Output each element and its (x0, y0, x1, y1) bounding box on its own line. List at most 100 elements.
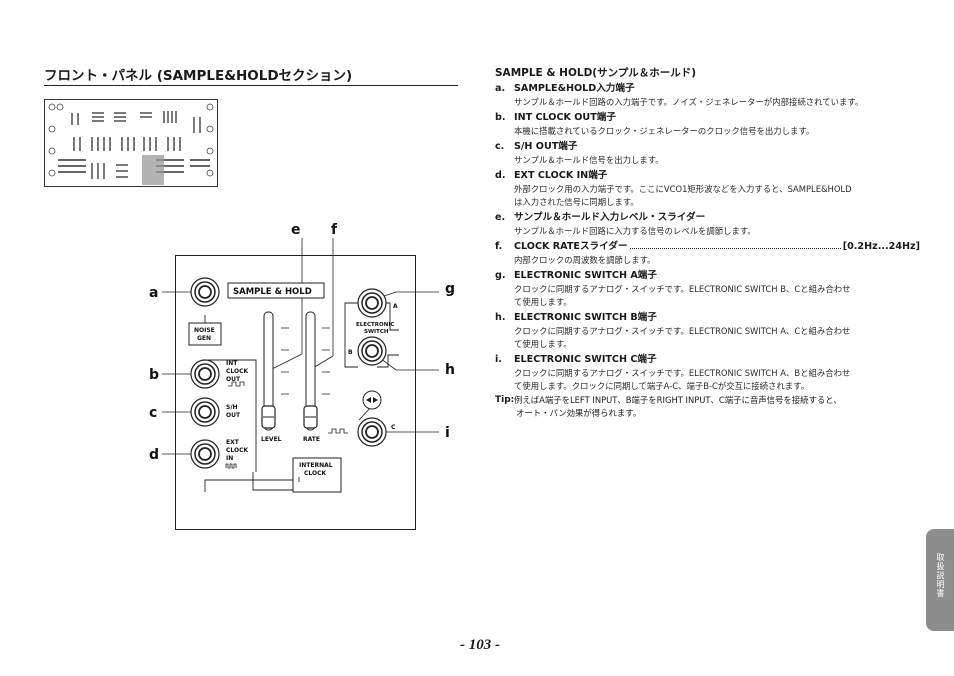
slider-scale-ticks (281, 327, 330, 395)
item-title: S/H OUT端子 (514, 141, 578, 152)
item-list: a. SAMPLE&HOLD入力端子サンプル＆ホールド回路の入力端子です。ノイズ・… (495, 82, 920, 393)
list-item: f. CLOCK RATEスライダー [0.2Hz...24Hz] 内部クロックの周波… (495, 240, 920, 267)
jack-switch-b (357, 336, 387, 366)
item-letter: e. (495, 212, 506, 223)
label-rate: RATE (303, 436, 320, 443)
label-sh: S/H (226, 404, 238, 411)
item-description: 内部クロックの周波数を調節します。 (514, 255, 656, 265)
pulse-wave-icon (225, 381, 348, 482)
item-title: ELECTRONIC SWITCH B端子 (514, 312, 657, 323)
item-letter: h. (495, 312, 506, 323)
callout-e: e (291, 222, 301, 238)
label-noise: NOISE (194, 327, 215, 334)
rate-slider (303, 311, 318, 431)
item-description: て使用します。クロックに同期して端子A-C、端子B-Cが交互に接続されます。 (514, 381, 810, 391)
item-description: て使用します。 (514, 339, 572, 349)
label-switch-c: C (391, 424, 396, 431)
callout-a: a (149, 285, 158, 301)
list-item: d. EXT CLOCK IN端子外部クロック用の入力端子です。ここにVCO1矩形… (495, 169, 920, 209)
label-ext-clock: CLOCK (226, 447, 249, 454)
callout-i: i (445, 425, 450, 441)
list-item: c. S/H OUT端子サンプル＆ホールド信号を出力します。 (495, 140, 920, 167)
item-title-row: d. EXT CLOCK IN端子 (495, 169, 920, 183)
item-description: て使用します。 (514, 297, 572, 307)
callout-f: f (331, 222, 338, 238)
item-description: 外部クロック用の入力端子です。ここにVCO1矩形波などを入力すると、SAMPLE… (514, 184, 852, 194)
label-ext: EXT (226, 439, 240, 446)
item-description: クロックに同期するアナログ・スイッチです。ELECTRONIC SWITCH B… (514, 284, 851, 294)
list-item: h. ELECTRONIC SWITCH B端子クロックに同期するアナログ・スイッ… (495, 311, 920, 351)
thumbnail-dot-rows (58, 159, 210, 173)
label-in: IN (226, 455, 233, 462)
item-description: は入力された信号に同期します。 (514, 197, 639, 207)
thumbnail-knobs (48, 103, 214, 177)
sample-hold-title: SAMPLE & HOLD(サンプル＆ホールド) (495, 67, 697, 79)
jack-int-clock-out (190, 359, 220, 389)
item-title-row: g. ELECTRONIC SWITCH A端子 (495, 269, 920, 283)
callout-h: h (445, 362, 455, 378)
item-title-row: c. S/H OUT端子 (495, 140, 920, 154)
item-title: ELECTRONIC SWITCH C端子 (514, 354, 657, 365)
label-sh-out: OUT (226, 412, 241, 419)
tip-label: Tip: (495, 395, 515, 405)
level-slider (261, 311, 276, 431)
label-internal-clock: CLOCK (304, 470, 327, 477)
front-panel-thumbnail (44, 99, 218, 187)
side-tab[interactable]: 取扱説明書 (926, 529, 954, 631)
side-tab-label: 取扱説明書 (936, 553, 945, 598)
thumbnail-sliders (71, 111, 201, 179)
label-electronic: ELECTRONIC (356, 322, 394, 328)
label-clock: CLOCK (226, 368, 249, 375)
item-letter: a. (495, 83, 506, 94)
label-level: LEVEL (261, 436, 282, 443)
label-switch-b: B (348, 349, 353, 356)
label-int: INT (226, 360, 238, 367)
item-letter: c. (495, 141, 505, 152)
list-item: a. SAMPLE&HOLD入力端子サンプル＆ホールド回路の入力端子です。ノイズ・… (495, 82, 920, 109)
label-internal: INTERNAL (299, 462, 333, 469)
item-title: ELECTRONIC SWITCH A端子 (514, 270, 657, 281)
item-letter: d. (495, 170, 506, 181)
item-letter: b. (495, 112, 506, 123)
item-title: サンプル＆ホールド入力レベル・スライダー (514, 212, 706, 223)
callout-g: g (445, 281, 455, 297)
item-range: [0.2Hz...24Hz] (842, 241, 920, 252)
item-description: サンプル＆ホールド回路に入力する信号のレベルを調節します。 (514, 226, 756, 236)
section-heading: フロント・パネル (SAMPLE&HOLDセクション) (44, 64, 458, 86)
label-out: OUT (226, 376, 241, 383)
item-title-row: h. ELECTRONIC SWITCH B端子 (495, 311, 920, 325)
label-sample-hold: SAMPLE & HOLD (233, 287, 312, 297)
description-column: SAMPLE & HOLD(サンプル＆ホールド) a. SAMPLE&HOLD入力… (495, 66, 920, 420)
callout-d: d (149, 447, 159, 463)
item-description: クロックに同期するアナログ・スイッチです。ELECTRONIC SWITCH A… (514, 326, 851, 336)
label-switch: SWITCH (364, 329, 389, 335)
tip-line: 例えばA端子をLEFT INPUT、B端子をRIGHT INPUT、C端子に音声… (514, 395, 842, 405)
item-letter: g. (495, 270, 506, 281)
item-description: サンプル＆ホールド回路の入力端子です。ノイズ・ジェネレーターが内部接続されていま… (514, 97, 864, 107)
item-description: クロックに同期するアナログ・スイッチです。ELECTRONIC SWITCH A… (514, 368, 851, 378)
item-description: 本機に搭載されているクロック・ジェネレーターのクロック信号を出力します。 (514, 126, 815, 136)
callout-b: b (149, 367, 159, 383)
dotted-leader (629, 248, 841, 249)
tip-line: オート・パン効果が得られます。 (516, 408, 642, 418)
item-title-row: f. CLOCK RATEスライダー [0.2Hz...24Hz] (495, 240, 920, 254)
list-item: e. サンプル＆ホールド入力レベル・スライダーサンプル＆ホールド回路に入力する信号… (495, 211, 920, 238)
item-letter: i. (495, 354, 502, 365)
list-item: b.INT CLOCK OUT端子本機に搭載されているクロック・ジェネレーターの… (495, 111, 920, 138)
page-number: - 103 - (460, 637, 500, 653)
jack-switch-a (357, 288, 387, 318)
list-item: i. ELECTRONIC SWITCH C端子クロックに同期するアナログ・スイッ… (495, 353, 920, 393)
item-title-row: b.INT CLOCK OUT端子 (495, 111, 920, 125)
tip: Tip: 例えばA端子をLEFT INPUT、B端子をRIGHT INPUT、C… (495, 394, 920, 420)
item-description: サンプル＆ホールド信号を出力します。 (514, 155, 664, 165)
item-title: SAMPLE&HOLD入力端子 (514, 83, 635, 94)
item-title: CLOCK RATEスライダー (514, 241, 628, 252)
jack-switch-c (357, 417, 387, 447)
item-title-row: a. SAMPLE&HOLD入力端子 (495, 82, 920, 96)
item-title-row: i. ELECTRONIC SWITCH C端子 (495, 353, 920, 367)
jack-sample-hold-input (190, 277, 220, 307)
callout-c: c (149, 405, 157, 421)
item-letter: f. (495, 241, 503, 252)
label-gen: GEN (197, 335, 211, 342)
item-title: EXT CLOCK IN端子 (514, 170, 608, 181)
